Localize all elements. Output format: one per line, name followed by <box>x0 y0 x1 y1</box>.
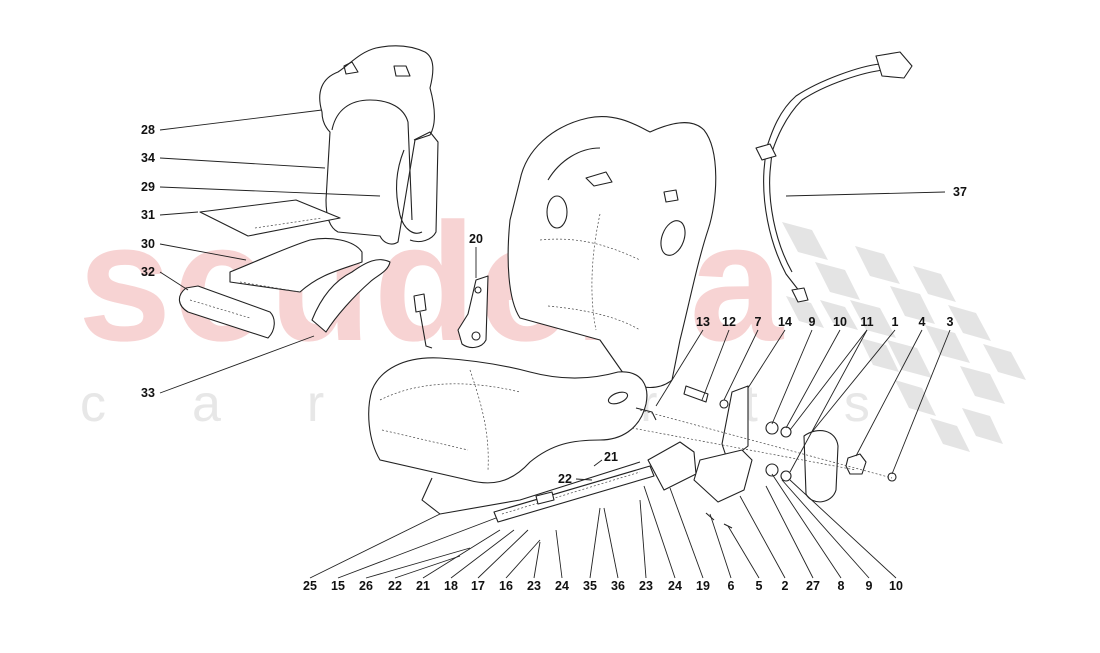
part-label-34[interactable]: 34 <box>141 150 155 165</box>
part-label-14[interactable]: 14 <box>778 314 792 329</box>
part-label-37[interactable]: 37 <box>953 184 967 199</box>
cover-plate-part <box>803 430 839 503</box>
part-label-24[interactable]: 24 <box>668 578 682 593</box>
part-label-21[interactable]: 21 <box>416 578 430 593</box>
part-label-31[interactable]: 31 <box>141 207 155 222</box>
part-label-33[interactable]: 33 <box>141 385 155 400</box>
recliner-bracket-part <box>457 275 489 349</box>
seat-cushion-pad-part <box>199 199 341 237</box>
part-label-22[interactable]: 22 <box>558 471 572 486</box>
part-label-26[interactable]: 26 <box>359 578 373 593</box>
part-label-20[interactable]: 20 <box>469 231 483 246</box>
part-label-10[interactable]: 10 <box>833 314 847 329</box>
side-bolster-part <box>311 259 391 333</box>
seat-belt-part <box>763 63 881 293</box>
part-label-3[interactable]: 3 <box>946 314 954 329</box>
part-label-35[interactable]: 35 <box>583 578 597 593</box>
part-label-18[interactable]: 18 <box>444 578 458 593</box>
part-label-13[interactable]: 13 <box>696 314 710 329</box>
part-label-11[interactable]: 11 <box>860 314 874 329</box>
seatback-shell-part <box>319 45 439 245</box>
recliner-plate-part <box>721 385 749 463</box>
part-label-4[interactable]: 4 <box>918 314 926 329</box>
part-label-24[interactable]: 24 <box>555 578 569 593</box>
part-label-19[interactable]: 19 <box>696 578 710 593</box>
part-label-5[interactable]: 5 <box>755 578 763 593</box>
leader-lines <box>159 109 951 579</box>
knob-part <box>845 453 867 475</box>
part-label-32[interactable]: 32 <box>141 264 155 279</box>
part-label-22[interactable]: 22 <box>388 578 402 593</box>
part-label-23[interactable]: 23 <box>527 578 541 593</box>
part-label-23[interactable]: 23 <box>639 578 653 593</box>
part-label-27[interactable]: 27 <box>806 578 820 593</box>
assembled-seat-base <box>368 357 648 484</box>
part-label-8[interactable]: 8 <box>837 578 845 593</box>
part-label-9[interactable]: 9 <box>865 578 873 593</box>
part-label-21[interactable]: 21 <box>604 449 618 464</box>
part-label-12[interactable]: 12 <box>722 314 736 329</box>
part-label-7[interactable]: 7 <box>754 314 762 329</box>
part-label-10[interactable]: 10 <box>889 578 903 593</box>
part-label-36[interactable]: 36 <box>611 578 625 593</box>
part-label-6[interactable]: 6 <box>727 578 735 593</box>
rail-bracket-part <box>647 441 697 491</box>
part-label-1[interactable]: 1 <box>891 314 899 329</box>
part-label-2[interactable]: 2 <box>781 578 789 593</box>
seat-rail-part <box>493 465 655 523</box>
assembled-seat-back <box>507 116 717 389</box>
part-label-29[interactable]: 29 <box>141 179 155 194</box>
part-label-9[interactable]: 9 <box>808 314 816 329</box>
recliner-lever-part <box>693 449 753 503</box>
part-label-30[interactable]: 30 <box>141 236 155 251</box>
part-label-25[interactable]: 25 <box>303 578 317 593</box>
part-label-15[interactable]: 15 <box>331 578 345 593</box>
assembly-axis-guide <box>639 409 893 479</box>
part-label-28[interactable]: 28 <box>141 122 155 137</box>
bolster-part <box>178 285 275 339</box>
part-label-17[interactable]: 17 <box>471 578 485 593</box>
buckle-stalk-part <box>413 293 427 313</box>
part-label-16[interactable]: 16 <box>499 578 513 593</box>
bolt-part <box>683 385 709 403</box>
seat-base-cushion-part <box>229 237 363 293</box>
